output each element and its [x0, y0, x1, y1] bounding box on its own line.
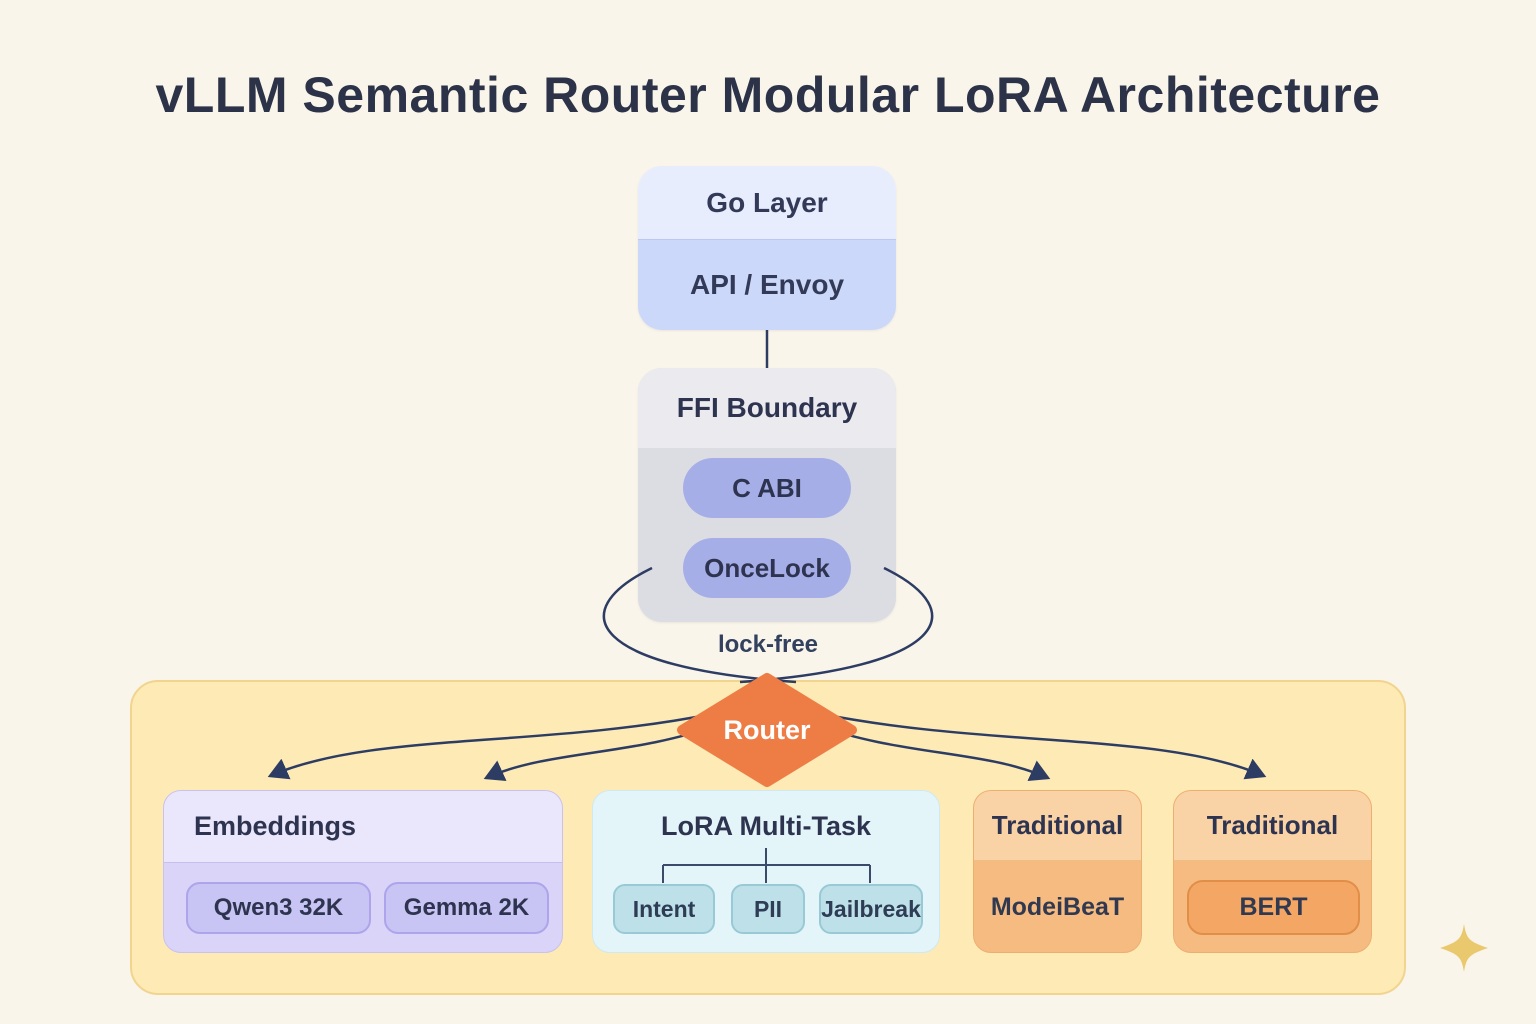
- intent-pill: Intent: [613, 884, 715, 934]
- traditional-bert-box: Traditional BERT: [1173, 790, 1372, 953]
- go-layer-title: Go Layer: [638, 166, 896, 240]
- ffi-boundary-title: FFI Boundary: [638, 368, 896, 448]
- sparkle-icon: [1440, 924, 1488, 972]
- api-envoy-label: API / Envoy: [638, 240, 896, 330]
- embeddings-box: Embeddings Qwen3 32K Gemma 2K: [163, 790, 563, 953]
- traditional-modernbert-title: Traditional: [974, 791, 1141, 861]
- qwen3-pill: Qwen3 32K: [186, 882, 371, 934]
- bert-pill: BERT: [1187, 880, 1360, 935]
- diagram-title: vLLM Semantic Router Modular LoRA Archit…: [155, 67, 1381, 123]
- c-abi-pill: C ABI: [683, 458, 851, 518]
- router-label: Router: [723, 714, 811, 745]
- go-layer-box: Go Layer API / Envoy: [638, 166, 896, 330]
- lora-multi-task-box: LoRA Multi-Task Intent PII Jailbreak: [592, 790, 940, 953]
- jailbreak-pill: Jailbreak: [819, 884, 923, 934]
- modernbert-label: ModeiBeaT: [990, 893, 1125, 921]
- traditional-bert-title: Traditional: [1174, 791, 1371, 861]
- ffi-boundary-box: FFI Boundary C ABI OnceLock: [638, 368, 896, 622]
- lora-multi-task-title: LoRA Multi-Task: [661, 811, 871, 841]
- oncelock-pill: OnceLock: [683, 538, 851, 598]
- embeddings-title: Embeddings: [164, 791, 562, 863]
- traditional-modernbert-box: Traditional ModeiBeaT: [973, 790, 1142, 953]
- pii-pill: PII: [731, 884, 805, 934]
- lock-free-label: lock-free: [717, 631, 819, 658]
- gemma-pill: Gemma 2K: [384, 882, 549, 934]
